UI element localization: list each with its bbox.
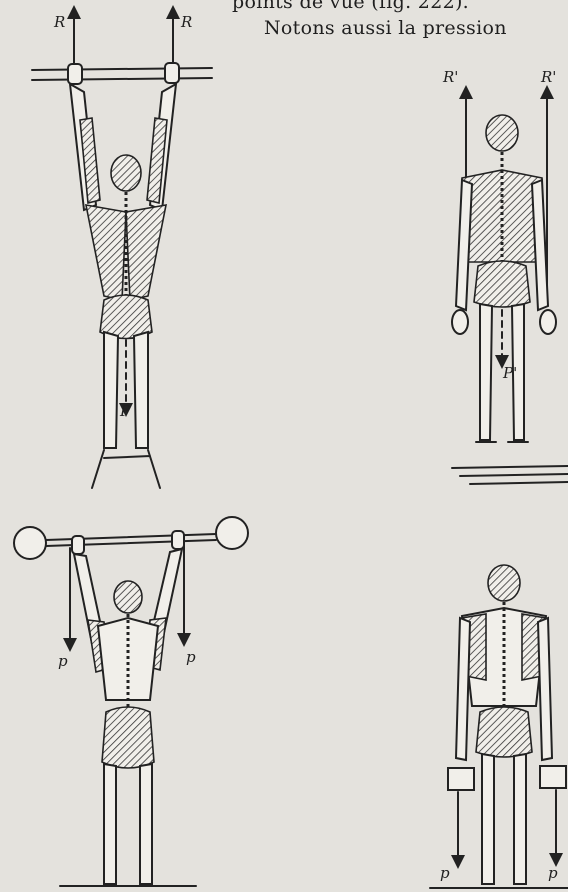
left-hand bbox=[72, 536, 84, 554]
weight-label-left: p bbox=[440, 864, 450, 882]
weight-label-left: p bbox=[58, 652, 68, 670]
right-arm bbox=[538, 618, 552, 760]
gravity-label: P bbox=[119, 402, 131, 420]
head bbox=[486, 115, 518, 151]
pelvis bbox=[476, 707, 532, 757]
right-leg bbox=[514, 754, 526, 884]
right-hand bbox=[165, 63, 179, 83]
pelvis bbox=[102, 707, 154, 768]
left-arm bbox=[456, 618, 470, 760]
weight-label-right: p bbox=[548, 864, 558, 882]
right-leg bbox=[134, 332, 148, 448]
left-leg bbox=[480, 304, 492, 440]
ground-lines bbox=[452, 466, 568, 484]
hanging-figure: R R P bbox=[32, 12, 212, 488]
head bbox=[114, 581, 142, 613]
force-label-left: R' bbox=[442, 68, 458, 86]
pelvis bbox=[100, 295, 152, 339]
right-weight bbox=[540, 766, 566, 788]
pelvis bbox=[474, 261, 530, 307]
dumbbell bbox=[14, 517, 248, 559]
head bbox=[488, 565, 520, 601]
left-leg bbox=[104, 764, 116, 884]
right-hand bbox=[172, 531, 184, 549]
left-leg bbox=[104, 332, 118, 448]
standing-figure-top-right: R' R' P' bbox=[442, 68, 568, 484]
weight-label-right: p bbox=[186, 648, 196, 666]
gravity-label: P' bbox=[502, 364, 517, 382]
weights-figure: p p bbox=[430, 565, 568, 888]
right-arm bbox=[532, 180, 548, 310]
right-leg bbox=[140, 764, 152, 884]
left-back-muscles bbox=[86, 205, 126, 300]
right-hand bbox=[540, 310, 556, 334]
feet bbox=[92, 450, 160, 488]
left-hand bbox=[68, 64, 82, 84]
dumbbell-figure: p p bbox=[14, 517, 248, 886]
force-label-left: R bbox=[53, 13, 65, 31]
left-leg bbox=[482, 754, 494, 884]
force-label-right: R bbox=[180, 13, 192, 31]
force-label-right: R' bbox=[540, 68, 556, 86]
left-hand bbox=[452, 310, 468, 334]
left-weight bbox=[448, 768, 474, 790]
horizontal-bar bbox=[32, 68, 212, 80]
left-arm bbox=[456, 180, 472, 310]
head bbox=[111, 155, 141, 191]
right-back-muscles bbox=[126, 205, 166, 300]
